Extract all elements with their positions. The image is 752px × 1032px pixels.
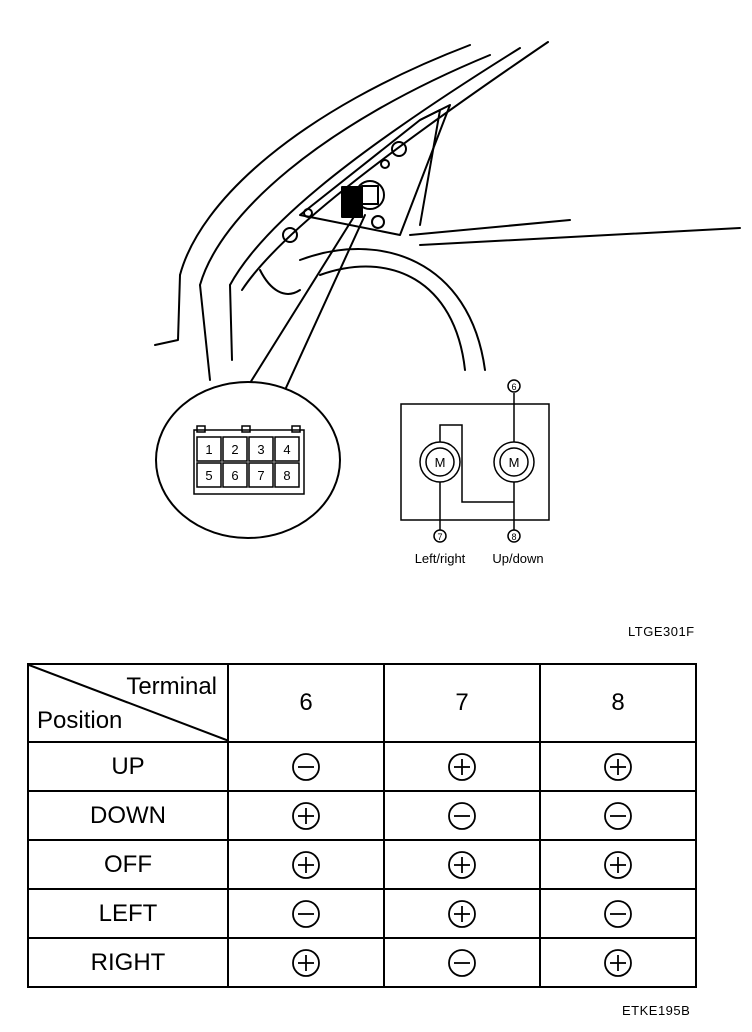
table-row: LEFT [26, 888, 698, 939]
row-position: DOWN [26, 790, 230, 841]
polarity-cell [227, 937, 385, 988]
polarity-cell [383, 937, 541, 988]
table-row: DOWN [26, 790, 698, 841]
polarity-cell [227, 790, 385, 841]
pillar-lower [154, 274, 181, 346]
motor-caption: Up/down [492, 551, 543, 566]
column-header: 8 [538, 663, 698, 743]
polarity-cell [538, 888, 698, 939]
column-header: 6 [227, 663, 385, 743]
polarity-cell [227, 741, 385, 792]
table-row: UP [26, 741, 698, 792]
polarity-cell [538, 937, 698, 988]
polarity-cell [383, 888, 541, 939]
mirror-mount [299, 104, 451, 236]
minus-circle-icon [292, 899, 320, 928]
row-position: LEFT [26, 888, 230, 939]
row-position: UP [26, 741, 230, 792]
polarity-cell [227, 888, 385, 939]
pin-label: 7 [257, 468, 264, 483]
header-position: Position [37, 707, 123, 734]
minus-circle-icon [448, 948, 476, 977]
callout-line-1 [249, 214, 356, 384]
polarity-cell [227, 839, 385, 890]
plus-circle-icon [448, 899, 476, 928]
circuit-schematic [400, 379, 550, 543]
terminal-label: 6 [511, 382, 516, 392]
connector-callout-circle [155, 381, 341, 539]
row-position: OFF [26, 839, 230, 890]
pin-label: 4 [283, 442, 290, 457]
diagonal-line [29, 665, 229, 741]
pin-label: 8 [283, 468, 290, 483]
door-frame-4 [241, 41, 549, 291]
pin-label: 6 [231, 468, 238, 483]
plus-circle-icon [448, 850, 476, 879]
plus-circle-icon [604, 850, 632, 879]
header-diagonal-cell: Terminal Position [26, 663, 230, 743]
terminal-label: 7 [437, 532, 442, 542]
pin-label: 1 [205, 442, 212, 457]
polarity-cell [538, 790, 698, 841]
table-code: ETKE195B [622, 1003, 691, 1018]
motor-caption: Left/right [415, 551, 466, 566]
minus-circle-icon [604, 899, 632, 928]
mirror-connector-illustration: 1 2 3 4 5 6 7 8 M M 6 7 8 Left/right Up/… [154, 41, 741, 566]
column-header: 7 [383, 663, 541, 743]
table-row: RIGHT [26, 937, 698, 988]
plus-circle-icon [604, 752, 632, 781]
minus-circle-icon [448, 801, 476, 830]
pin-label: 3 [257, 442, 264, 457]
polarity-cell [383, 790, 541, 841]
table-header-row: Terminal Position 6 7 8 [26, 663, 698, 743]
terminal-label: 8 [511, 532, 516, 542]
door-frame-outer [179, 44, 471, 276]
table-row: OFF [26, 839, 698, 890]
plus-circle-icon [292, 850, 320, 879]
header-terminal: Terminal [126, 673, 218, 700]
terminal-table: Terminal Position 6 7 8 UP DOWN OFF LEFT… [26, 663, 698, 988]
motor-label: M [509, 455, 520, 470]
minus-circle-icon [292, 752, 320, 781]
polarity-cell [383, 839, 541, 890]
polarity-cell [538, 741, 698, 792]
plus-circle-icon [448, 752, 476, 781]
minus-circle-icon [604, 801, 632, 830]
pin-label: 5 [205, 468, 212, 483]
figure-code: LTGE301F [628, 624, 695, 639]
door-frame-inner [199, 54, 491, 286]
row-position: RIGHT [26, 937, 230, 988]
polarity-cell [538, 839, 698, 890]
callout-line-2 [284, 214, 366, 391]
plus-circle-icon [292, 801, 320, 830]
door-frame-3 [229, 47, 521, 286]
polarity-cell [383, 741, 541, 792]
pin-label: 2 [231, 442, 238, 457]
plus-circle-icon [604, 948, 632, 977]
plus-circle-icon [292, 948, 320, 977]
connector-face [193, 425, 305, 495]
motor-label: M [435, 455, 446, 470]
